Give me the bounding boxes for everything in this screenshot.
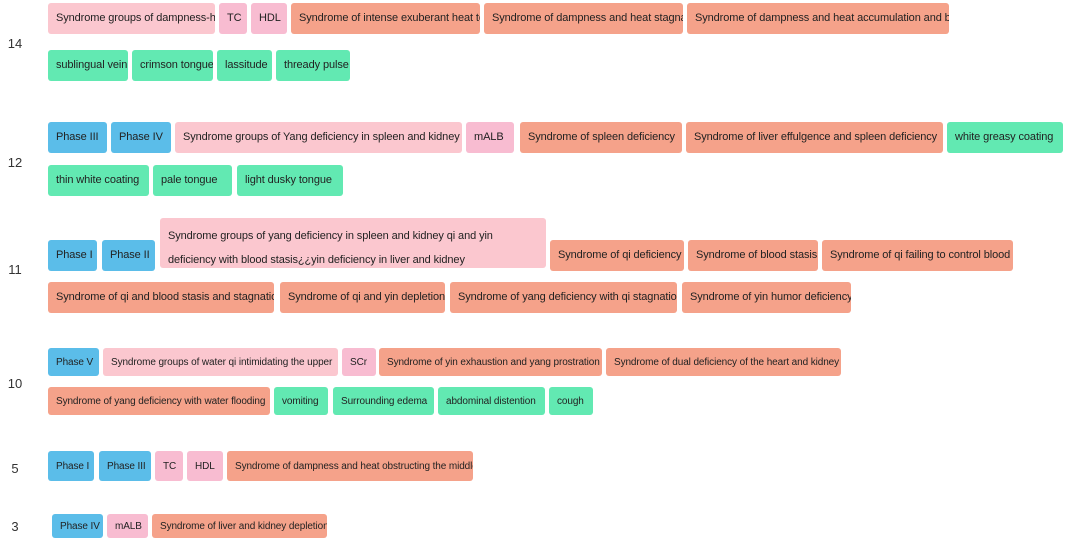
syndrome-group-chip[interactable]: Syndrome groups of dampness-heat xyxy=(48,3,215,34)
syndrome-chip[interactable]: Syndrome of liver effulgence and spleen … xyxy=(686,122,943,153)
syndrome-chip[interactable]: Syndrome of qi failing to control blood xyxy=(822,240,1013,271)
phase-chip[interactable]: Phase IV xyxy=(52,514,103,538)
syndrome-chip[interactable]: Syndrome of dampness and heat stagnation xyxy=(484,3,683,34)
lab-index-chip[interactable]: HDL xyxy=(251,3,287,34)
sign-chip[interactable]: thin white coating xyxy=(48,165,149,196)
syndrome-chip[interactable]: Syndrome of yin humor deficiency xyxy=(682,282,851,313)
syndrome-group-chip[interactable]: Syndrome groups of water qi intimidating… xyxy=(103,348,338,376)
sign-chip[interactable]: crimson tongue xyxy=(132,50,213,81)
syndrome-group-chip[interactable]: Syndrome groups of Yang deficiency in sp… xyxy=(175,122,462,153)
phase-chip[interactable]: Phase II xyxy=(102,240,155,271)
syndrome-chip[interactable]: Syndrome of blood stasis xyxy=(688,240,818,271)
group-label: 3 xyxy=(11,519,19,534)
group-label: 10 xyxy=(7,376,23,391)
syndrome-chip[interactable]: Syndrome of dampness and heat obstructin… xyxy=(227,451,473,481)
syndrome-group-chip[interactable]: Syndrome groups of yang deficiency in sp… xyxy=(160,218,546,268)
lab-index-chip[interactable]: mALB xyxy=(466,122,514,153)
syndrome-chip[interactable]: Syndrome of dampness and heat accumulati… xyxy=(687,3,949,34)
group-label: 5 xyxy=(11,461,19,476)
syndrome-chip[interactable]: Syndrome of qi and yin depletion xyxy=(280,282,445,313)
lab-index-chip[interactable]: HDL xyxy=(187,451,223,481)
phase-chip[interactable]: Phase III xyxy=(48,122,107,153)
sign-chip[interactable]: Surrounding edema xyxy=(333,387,434,415)
lab-index-chip[interactable]: mALB xyxy=(107,514,148,538)
sign-chip[interactable]: thready pulse xyxy=(276,50,350,81)
phase-chip[interactable]: Phase III xyxy=(99,451,151,481)
sign-chip[interactable]: pale tongue xyxy=(153,165,232,196)
syndrome-chip[interactable]: Syndrome of qi deficiency xyxy=(550,240,684,271)
syndrome-chip[interactable]: Syndrome of intense exuberant heat toxin xyxy=(291,3,480,34)
phase-chip[interactable]: Phase V xyxy=(48,348,99,376)
sign-chip[interactable]: vomiting xyxy=(274,387,328,415)
lab-index-chip[interactable]: TC xyxy=(155,451,183,481)
sign-chip[interactable]: sublingual vein xyxy=(48,50,128,81)
syndrome-chip[interactable]: Syndrome of spleen deficiency xyxy=(520,122,682,153)
syndrome-chip[interactable]: Syndrome of dual deficiency of the heart… xyxy=(606,348,841,376)
sign-chip[interactable]: white greasy coating xyxy=(947,122,1063,153)
syndrome-chip[interactable]: Syndrome of yang deficiency with water f… xyxy=(48,387,270,415)
phase-chip[interactable]: Phase IV xyxy=(111,122,171,153)
sign-chip[interactable]: lassitude xyxy=(217,50,272,81)
phase-chip[interactable]: Phase I xyxy=(48,451,94,481)
syndrome-chip[interactable]: Syndrome of yin exhaustion and yang pros… xyxy=(379,348,602,376)
group-label: 14 xyxy=(7,36,23,51)
phase-chip[interactable]: Phase I xyxy=(48,240,97,271)
lab-index-chip[interactable]: SCr xyxy=(342,348,376,376)
syndrome-chip[interactable]: Syndrome of liver and kidney depletion xyxy=(152,514,327,538)
syndrome-chip[interactable]: Syndrome of qi and blood stasis and stag… xyxy=(48,282,274,313)
group-label: 12 xyxy=(7,155,23,170)
syndrome-chip[interactable]: Syndrome of yang deficiency with qi stag… xyxy=(450,282,677,313)
sign-chip[interactable]: light dusky tongue xyxy=(237,165,343,196)
sign-chip[interactable]: cough xyxy=(549,387,593,415)
group-label: 11 xyxy=(8,262,22,277)
sign-chip[interactable]: abdominal distention xyxy=(438,387,545,415)
lab-index-chip[interactable]: TC xyxy=(219,3,247,34)
